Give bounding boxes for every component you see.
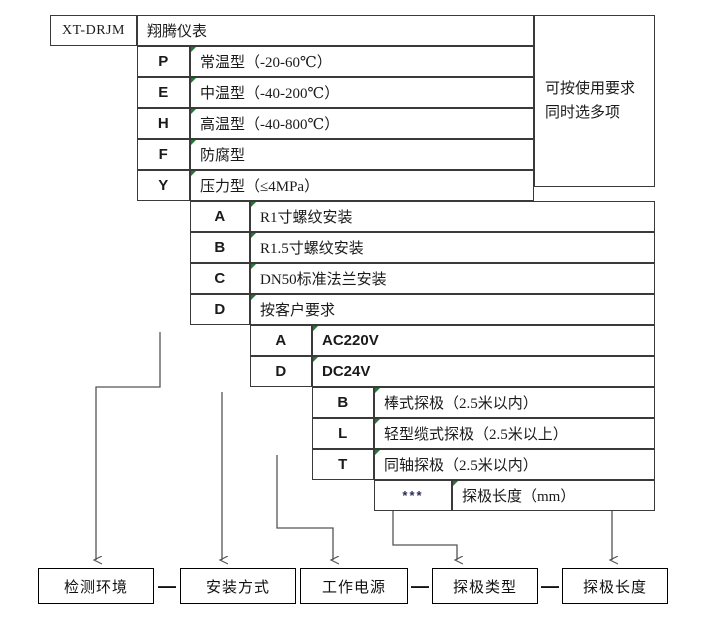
desc-text: AC220V xyxy=(322,332,379,349)
cell-marker-icon xyxy=(191,109,196,114)
desc-text: 探极长度（mm） xyxy=(462,489,576,505)
code-cell-p: P xyxy=(137,46,190,77)
desc-cell-mount-b: R1.5寸螺纹安装 xyxy=(250,232,655,263)
code-cell-power-a: A xyxy=(250,325,312,356)
code-cell-probe-l: L xyxy=(312,418,374,449)
brand-cell: 翔腾仪表 xyxy=(137,15,534,46)
code-cell-mount-c: C xyxy=(190,263,250,294)
cell-marker-icon xyxy=(251,233,256,238)
cell-marker-icon xyxy=(191,78,196,83)
desc-text: 按客户要求 xyxy=(260,303,336,319)
desc-cell-probe-t: 同轴探极（2.5米以内） xyxy=(374,449,655,480)
desc-cell-mount-c: DN50标准法兰安装 xyxy=(250,263,655,294)
cell-marker-icon xyxy=(375,388,380,393)
desc-cell-h: 高温型（-40-800℃） xyxy=(190,108,534,139)
cell-marker-icon xyxy=(313,357,318,362)
model-code-cell: XT-DRJM xyxy=(50,15,137,46)
cell-marker-icon xyxy=(375,450,380,455)
desc-text: R1.5寸螺纹安装 xyxy=(260,241,364,257)
cell-marker-icon xyxy=(375,419,380,424)
legend-box-mounting-method: 安装方式 xyxy=(180,568,296,604)
cell-marker-icon xyxy=(453,481,458,486)
cell-marker-icon xyxy=(251,202,256,207)
desc-text: 同轴探极（2.5米以内） xyxy=(384,458,538,474)
code-cell-probe-t: T xyxy=(312,449,374,480)
legend-separator-1: — xyxy=(158,575,176,596)
code-cell-power-d: D xyxy=(250,356,312,387)
desc-cell-power-a: AC220V xyxy=(312,325,655,356)
cell-marker-icon xyxy=(191,171,196,176)
desc-text: DC24V xyxy=(322,363,371,380)
legend-separator-4: — xyxy=(541,575,559,596)
code-cell-probe-length: *** xyxy=(374,480,452,511)
desc-cell-probe-b: 棒式探极（2.5米以内） xyxy=(374,387,655,418)
desc-cell-mount-d: 按客户要求 xyxy=(250,294,655,325)
code-cell-f: F xyxy=(137,139,190,170)
legend-box-detection-environment: 检测环境 xyxy=(38,568,154,604)
desc-text: DN50标准法兰安装 xyxy=(260,272,387,288)
legend-separator-3: — xyxy=(411,575,429,596)
desc-cell-mount-a: R1寸螺纹安装 xyxy=(250,201,655,232)
legend-box-power-supply: 工作电源 xyxy=(300,568,408,604)
desc-text: 轻型缆式探极（2.5米以上） xyxy=(384,427,568,443)
desc-text: R1寸螺纹安装 xyxy=(260,210,353,226)
desc-text: 中温型（-40-200℃） xyxy=(200,86,340,102)
desc-cell-f: 防腐型 xyxy=(190,139,534,170)
code-cell-y: Y xyxy=(137,170,190,201)
desc-text: 常温型（-20-60℃） xyxy=(200,55,332,71)
desc-cell-p: 常温型（-20-60℃） xyxy=(190,46,534,77)
line-detection-environment xyxy=(96,332,161,560)
desc-cell-e: 中温型（-40-200℃） xyxy=(190,77,534,108)
cell-marker-icon xyxy=(191,140,196,145)
side-note-line-2: 同时选多项 xyxy=(545,105,621,121)
side-note-cell: 可按使用要求 同时选多项 xyxy=(534,15,655,187)
code-cell-probe-b: B xyxy=(312,387,374,418)
desc-text: 防腐型 xyxy=(200,148,246,164)
code-cell-e: E xyxy=(137,77,190,108)
cell-marker-icon xyxy=(251,295,256,300)
code-cell-h: H xyxy=(137,108,190,139)
legend-box-probe-type: 探极类型 xyxy=(432,568,538,604)
desc-text: 压力型（≤4MPa） xyxy=(200,179,320,195)
desc-text: 高温型（-40-800℃） xyxy=(200,117,340,133)
desc-cell-y: 压力型（≤4MPa） xyxy=(190,170,534,201)
cell-marker-icon xyxy=(313,326,318,331)
code-cell-mount-b: B xyxy=(190,232,250,263)
legend-box-probe-length: 探极长度 xyxy=(562,568,668,604)
desc-cell-probe-length: 探极长度（mm） xyxy=(452,480,655,511)
code-cell-mount-d: D xyxy=(190,294,250,325)
desc-text: 棒式探极（2.5米以内） xyxy=(384,396,538,412)
side-note-line-1: 可按使用要求 xyxy=(545,81,636,97)
desc-cell-power-d: DC24V xyxy=(312,356,655,387)
code-cell-mount-a: A xyxy=(190,201,250,232)
desc-cell-probe-l: 轻型缆式探极（2.5米以上） xyxy=(374,418,655,449)
cell-marker-icon xyxy=(191,47,196,52)
cell-marker-icon xyxy=(251,264,256,269)
